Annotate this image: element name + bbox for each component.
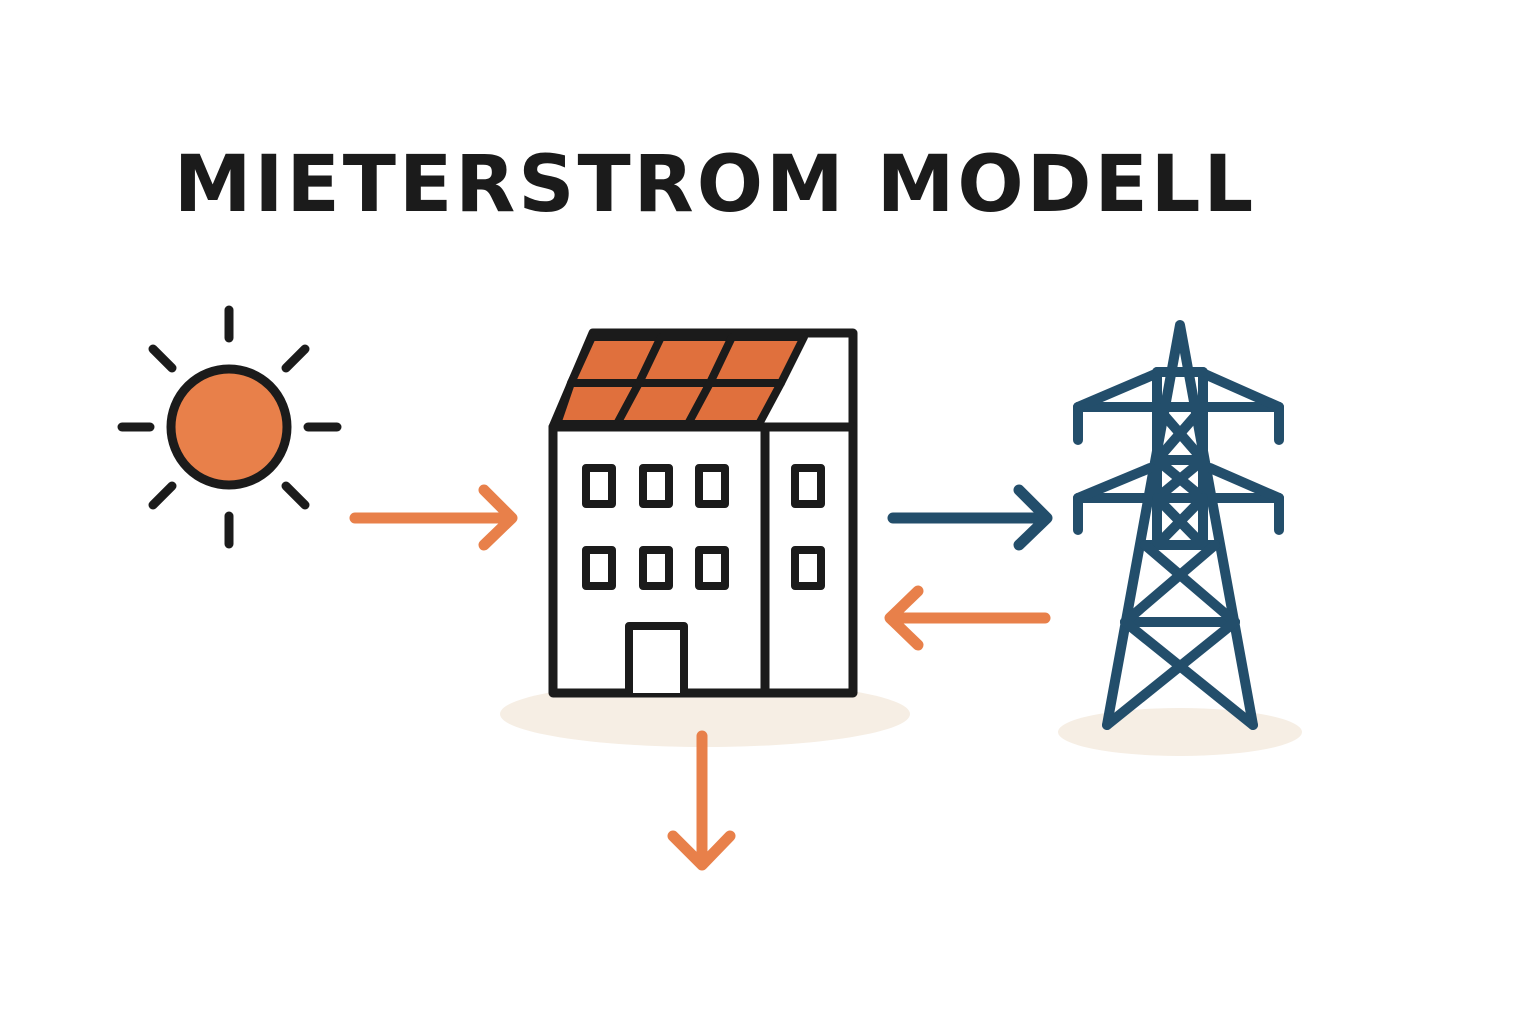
arrow-sun-to-building xyxy=(349,484,518,551)
building-door xyxy=(625,622,688,693)
sun-icon xyxy=(117,305,342,549)
building-window xyxy=(791,464,825,508)
building-window xyxy=(791,546,825,590)
building-window xyxy=(639,464,673,508)
arrow-grid-to-building xyxy=(884,585,1051,651)
apartment-building-icon xyxy=(548,328,858,698)
building-window xyxy=(695,546,729,590)
pylon-ground-shadow xyxy=(1058,708,1302,756)
diagram-title: MIETERSTROM MODELL xyxy=(173,140,1257,230)
building-window xyxy=(695,464,729,508)
solar-panel-icon xyxy=(553,333,808,428)
arrow-building-to-grid xyxy=(887,484,1053,551)
arrow-building-to-tenants xyxy=(667,730,736,871)
building-window xyxy=(582,464,616,508)
building-window xyxy=(582,546,616,590)
power-pylon-icon xyxy=(1073,320,1284,730)
building-window xyxy=(639,546,673,590)
